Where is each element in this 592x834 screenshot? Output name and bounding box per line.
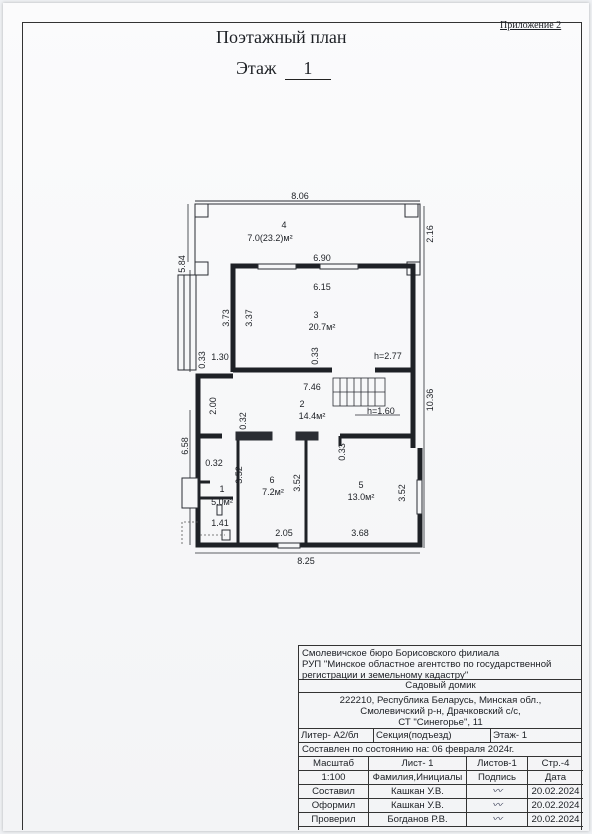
room1-label: 1 bbox=[219, 484, 224, 494]
table-cell: Богданов Р.В. bbox=[369, 813, 467, 827]
window-left bbox=[177, 274, 197, 371]
object-name: Садовый домик bbox=[299, 680, 582, 693]
dim-room2-width: 7.46 bbox=[303, 382, 321, 392]
dim-room2-partition: 0.32 bbox=[238, 412, 248, 430]
terrace-outline bbox=[194, 203, 421, 262]
table-cell: Листов-1 bbox=[467, 757, 528, 771]
door-room1 bbox=[181, 477, 199, 509]
floor-label: Этаж bbox=[236, 58, 277, 78]
dim-left-2: 2.00 bbox=[208, 397, 218, 415]
column-top-left bbox=[194, 203, 209, 218]
floor-line: Этаж 1 bbox=[236, 58, 331, 80]
room2-label: 2 bbox=[299, 399, 304, 409]
dim-left-top: 5.84 bbox=[177, 255, 187, 273]
floor-plan-drawing: 8.06 2.16 5.84 4 7.0(23.2)м² 6.90 6.15 3… bbox=[177, 191, 435, 566]
table-cell: Проверил bbox=[299, 813, 369, 827]
section: Секция(подъезд) bbox=[374, 729, 491, 742]
room2-area: 14.4м² bbox=[299, 411, 326, 421]
address-block: 222210, Республика Беларусь, Минская обл… bbox=[299, 693, 582, 729]
dim-room5-right: 3.52 bbox=[397, 484, 407, 502]
room4-label: 4 bbox=[281, 220, 286, 230]
room4-area: 7.0(23.2)м² bbox=[247, 233, 292, 243]
signature: 〰︎ bbox=[467, 799, 528, 813]
address-line-1: 222210, Республика Беларусь, Минская обл… bbox=[339, 695, 542, 706]
floor-number: 1 bbox=[284, 58, 331, 80]
room5-label: 5 bbox=[358, 480, 363, 490]
dim-room3-left-outer: 3.73 bbox=[221, 309, 231, 327]
address-line-2: Смолевичский р-н, Драчковский с/с, bbox=[360, 706, 521, 717]
dim-room3-left-wall: 0.33 bbox=[197, 351, 207, 369]
dim-room6-width: 2.05 bbox=[275, 528, 293, 538]
table-cell: Масштаб bbox=[299, 757, 369, 771]
title-block: Смолевичское бюро Борисовского филиала Р… bbox=[298, 645, 583, 830]
org-line-1: Смолевичское бюро Борисовского филиала bbox=[302, 648, 500, 659]
table-cell: Кашкан У.В. bbox=[369, 799, 467, 813]
column-top-right bbox=[404, 203, 419, 218]
dim-step: 1.30 bbox=[211, 352, 229, 362]
dim-room3-left-inner: 3.37 bbox=[244, 309, 254, 327]
table-cell: Оформил bbox=[299, 799, 369, 813]
table-cell: Составил bbox=[299, 785, 369, 799]
stair-height: h=1.60 bbox=[367, 406, 395, 416]
dim-room6-right: 3.52 bbox=[292, 474, 302, 492]
litera-row: Литер- А2/бл Секция(подъезд) Этаж- 1 bbox=[299, 729, 582, 743]
dim-room5-partition: 0.33 bbox=[337, 443, 347, 461]
window-bottom bbox=[277, 542, 301, 549]
dim-room3-bottom: 0.33 bbox=[310, 347, 320, 365]
compiled-state: Составлен по состоянию на: 06 февраля 20… bbox=[299, 743, 582, 757]
dim-left-small: 0.32 bbox=[205, 458, 223, 468]
page-frame bbox=[22, 22, 582, 830]
partition-block-left bbox=[235, 431, 273, 441]
room5-area: 13.0м² bbox=[348, 492, 375, 502]
dim-bottom: 8.25 bbox=[297, 556, 315, 566]
table-cell: 20.02.2024 bbox=[528, 785, 583, 799]
signature-table: Масштаб Лист- 1 Листов-1 Стр.-4 1:100 Фа… bbox=[299, 757, 583, 827]
column-mid-left bbox=[194, 261, 209, 276]
signature: 〰︎ bbox=[467, 813, 528, 827]
table-cell: Дата bbox=[528, 771, 583, 785]
dim-room3-inner: 6.15 bbox=[313, 282, 331, 292]
room6-label: 6 bbox=[269, 475, 274, 485]
document-sheet bbox=[3, 3, 589, 831]
table-cell: 20.02.2024 bbox=[528, 799, 583, 813]
dim-room6-left: 3.52 bbox=[234, 466, 244, 484]
dim-left-bottom: 6.58 bbox=[180, 437, 190, 455]
table-cell: Фамилия,Инициалы bbox=[369, 771, 467, 785]
dim-room1-width: 1.41 bbox=[211, 518, 229, 528]
room6-area: 7.2м² bbox=[262, 487, 284, 497]
dim-terrace-right: 2.16 bbox=[425, 225, 435, 243]
dim-room3-top: 6.90 bbox=[313, 253, 331, 263]
org-line-3: регистрации и земельному кадастру" bbox=[302, 670, 469, 681]
room3-height: h=2.77 bbox=[374, 351, 402, 361]
window-room3-top-1 bbox=[257, 263, 297, 270]
porch-outline bbox=[181, 521, 198, 545]
appendix-label: Приложение 2 bbox=[500, 20, 562, 31]
organization-block: Смолевичское бюро Борисовского филиала Р… bbox=[299, 646, 582, 681]
address-line-3: СТ "Синегорье", 11 bbox=[398, 717, 483, 728]
dim-top: 8.06 bbox=[291, 191, 309, 201]
window-room5-right bbox=[416, 479, 423, 515]
table-cell: 1:100 bbox=[299, 771, 369, 785]
signature: 〰︎ bbox=[467, 785, 528, 799]
room1-area: 5.0м² bbox=[211, 497, 233, 507]
table-cell: Стр.-4 bbox=[528, 757, 583, 771]
table-cell: Кашкан У.В. bbox=[369, 785, 467, 799]
litera: Литер- А2/бл bbox=[299, 729, 374, 742]
outer-left-wall bbox=[195, 373, 423, 548]
staircase bbox=[332, 377, 400, 416]
org-line-2: РУП "Минское областное агентство по госу… bbox=[302, 659, 552, 670]
page-title: Поэтажный план bbox=[216, 27, 347, 47]
room3-label: 3 bbox=[313, 310, 318, 320]
window-room3-top-2 bbox=[319, 263, 359, 270]
dim-right-total: 10.36 bbox=[425, 389, 435, 412]
floor-cell: Этаж- 1 bbox=[493, 730, 528, 741]
table-cell: 20.02.2024 bbox=[528, 813, 583, 827]
table-cell: Подпись bbox=[467, 771, 528, 785]
table-cell: Лист- 1 bbox=[369, 757, 467, 771]
dim-room5-width: 3.68 bbox=[351, 528, 369, 538]
partition-block-mid bbox=[295, 431, 319, 441]
room3-area: 20.7м² bbox=[309, 322, 336, 332]
